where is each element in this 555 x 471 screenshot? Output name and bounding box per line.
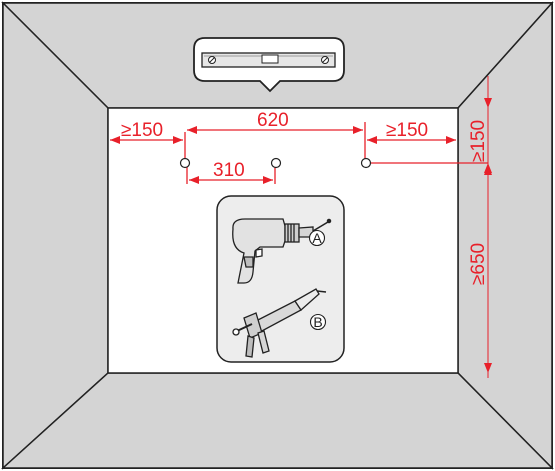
drill-hole-middle bbox=[270, 157, 282, 169]
hole-span-dimension bbox=[187, 122, 366, 162]
drill-marker-label: A bbox=[312, 230, 322, 246]
right-clearance-label: ≥150 bbox=[386, 120, 428, 141]
caulk-gun-marker-label: B bbox=[313, 314, 322, 330]
left-clearance-dimension bbox=[110, 132, 186, 162]
floor-clearance-label: ≥650 bbox=[468, 243, 489, 285]
caulk-gun-marker-badge bbox=[309, 313, 327, 331]
hole-spacing-dimension bbox=[186, 166, 276, 184]
drill-icon bbox=[232, 218, 332, 284]
left-clearance-label: ≥150 bbox=[121, 120, 163, 141]
hole-spacing-label: 310 bbox=[213, 160, 245, 181]
drill-hole-left bbox=[179, 157, 191, 169]
caulk-gun-icon bbox=[232, 288, 327, 358]
top-clearance-label: ≥150 bbox=[468, 120, 489, 162]
dimension-lines bbox=[110, 76, 492, 378]
drill-marker-badge bbox=[308, 229, 326, 247]
tools-panel: A B bbox=[216, 195, 345, 363]
drill-holes bbox=[179, 157, 372, 169]
right-clearance-dimension bbox=[367, 136, 456, 144]
spirit-level-icon bbox=[201, 52, 336, 68]
drill-hole-right bbox=[360, 157, 372, 169]
floor-clearance-dimension bbox=[484, 163, 492, 373]
hole-span-label: 620 bbox=[257, 110, 289, 131]
spirit-level-callout bbox=[193, 37, 345, 93]
